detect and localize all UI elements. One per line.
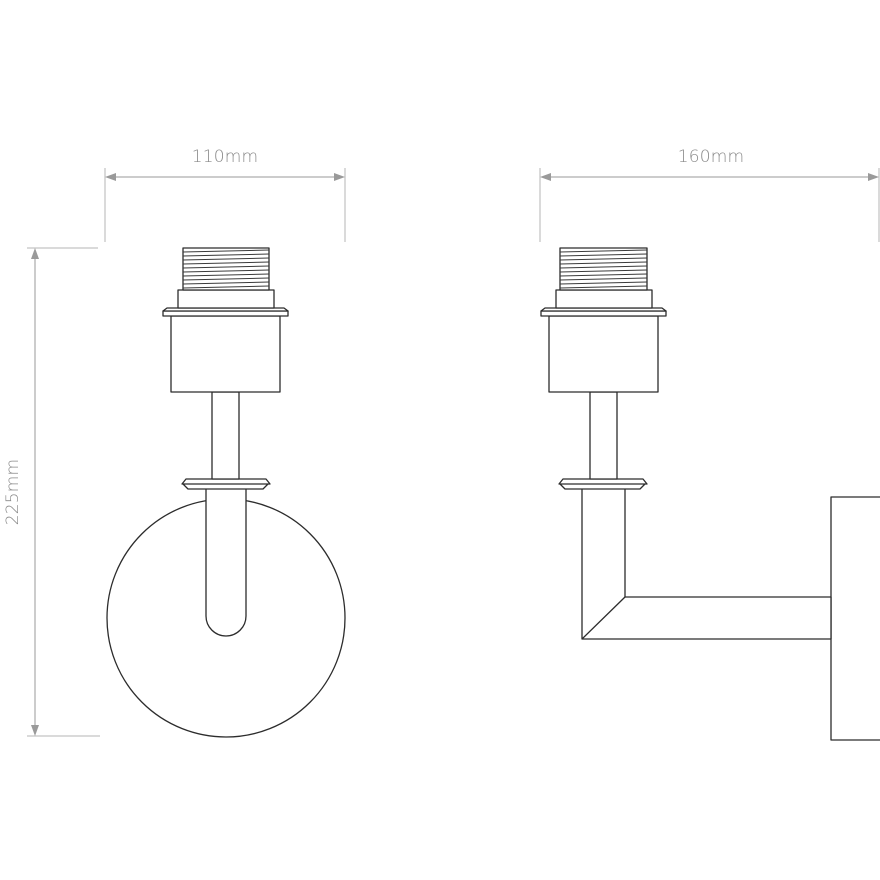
stem: [211, 391, 240, 480]
side-lampholder-flange: [540, 310, 667, 317]
lampholder-ring: [177, 289, 275, 309]
arrow-right-icon: [334, 173, 345, 181]
arrow-down-icon: [31, 725, 39, 736]
side-lampholder-ring: [555, 289, 653, 309]
side-width-dimension: 160mm: [539, 147, 880, 242]
arrow-right-icon: [868, 173, 879, 181]
side-width-label: 160mm: [678, 147, 745, 167]
front-width-label: 110mm: [192, 147, 259, 167]
thread-lines: [182, 249, 270, 289]
wall-block: [830, 496, 880, 741]
arrow-left-icon: [105, 173, 116, 181]
lampholder-body: [170, 315, 281, 393]
side-stem: [589, 391, 618, 480]
side-arm-collar: [558, 478, 648, 490]
dimensions: 110mm 160mm 225mm: [3, 147, 880, 737]
front-width-dimension: 110mm: [104, 147, 346, 242]
front-view: [106, 247, 346, 738]
arm-miter-line: [581, 596, 626, 640]
lampholder-flange: [162, 310, 289, 317]
arrow-left-icon: [540, 173, 551, 181]
side-lampholder-body: [548, 315, 659, 393]
lower-arm: [205, 486, 247, 637]
side-view: [540, 247, 880, 741]
l-arm: [581, 486, 832, 640]
height-label: 225mm: [3, 459, 23, 526]
arrow-up-icon: [31, 248, 39, 259]
side-thread-lines: [559, 249, 648, 289]
arm-collar: [181, 478, 271, 490]
height-dimension: 225mm: [3, 247, 100, 737]
